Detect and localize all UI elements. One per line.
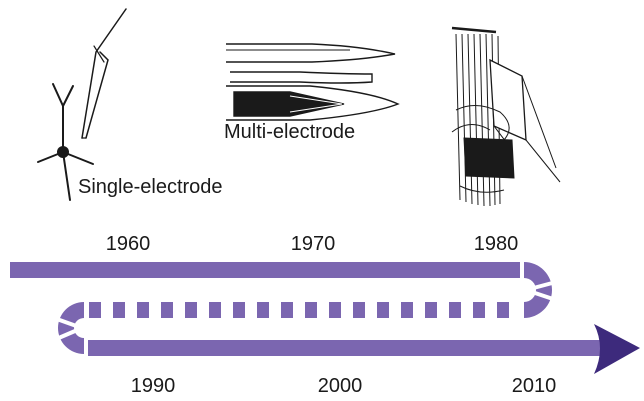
timeline-track xyxy=(10,262,640,374)
year-label: 2010 xyxy=(512,375,557,397)
upper-year-labels: 1960 1970 1980 xyxy=(106,233,519,255)
year-label: 1960 xyxy=(106,233,151,255)
middle-track-dashed xyxy=(89,302,509,318)
lower-track-solid xyxy=(88,340,600,356)
single-electrode-label: Single-electrode xyxy=(78,176,223,198)
year-label: 2000 xyxy=(318,375,363,397)
upper-track-solid xyxy=(10,262,520,278)
year-label: 1980 xyxy=(474,233,519,255)
lower-year-labels: 1990 2000 2010 xyxy=(131,375,557,397)
left-curve-dashed xyxy=(58,302,84,354)
electrode-array-illustration xyxy=(451,26,561,207)
arrow-head xyxy=(594,324,640,374)
year-label: 1990 xyxy=(131,375,176,397)
multi-electrode-label: Multi-electrode xyxy=(224,121,355,143)
single-electrode-illustration xyxy=(37,8,127,201)
right-curve-dashed xyxy=(524,262,552,318)
year-label: 1970 xyxy=(291,233,336,255)
multi-electrode-illustration xyxy=(226,43,400,121)
